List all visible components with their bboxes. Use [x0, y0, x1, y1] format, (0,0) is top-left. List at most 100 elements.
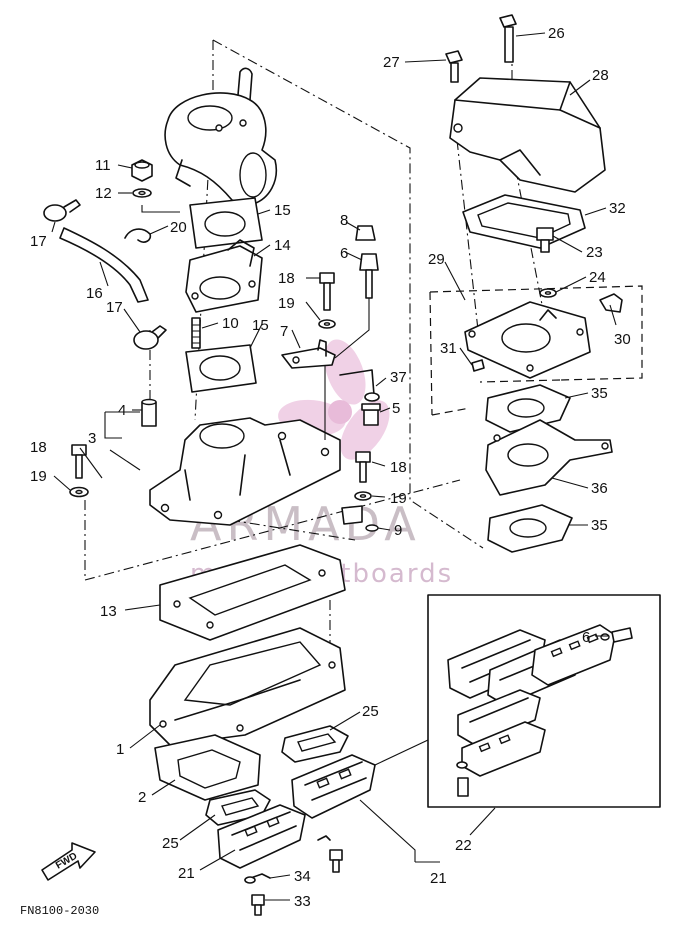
fuel-hose-16 [59, 227, 149, 303]
callout-18-mid: 18 [278, 270, 295, 287]
bolt-26 [499, 14, 517, 63]
callout-13: 13 [100, 603, 117, 620]
cap-8 [355, 225, 376, 241]
washer-24 [539, 288, 557, 298]
callout-3: 3 [88, 430, 96, 447]
washer-19-left [69, 486, 89, 498]
silencer-base-plate [464, 301, 591, 379]
callout-11: 11 [95, 157, 111, 174]
callout-21-left: 21 [178, 865, 195, 882]
spacer-4 [141, 398, 157, 427]
screw-33-right [329, 849, 343, 873]
callout-36: 36 [591, 480, 608, 497]
callout-10: 10 [222, 315, 239, 332]
stud-10 [191, 317, 201, 349]
callout-18-left: 18 [30, 439, 47, 456]
callout-15-upper: 15 [274, 202, 291, 219]
reed-block-21-right [291, 754, 376, 819]
gasket-15-upper [189, 197, 263, 249]
callout-labels: 11 12 20 17 16 17 15 14 10 15 4 3 18 19 … [30, 25, 631, 910]
plug-5 [361, 403, 381, 426]
gasket-35-lower [487, 504, 573, 553]
callout-19-left: 19 [30, 468, 47, 485]
callout-37: 37 [390, 369, 407, 386]
callout-34: 34 [294, 868, 311, 885]
callout-25-upper: 25 [362, 703, 379, 720]
reed-valve-plate-1 [149, 627, 346, 746]
callout-21-right: 21 [430, 870, 447, 887]
callout-22: 22 [455, 837, 472, 854]
washer-12 [132, 188, 180, 213]
washer-19-right [354, 491, 372, 501]
inset-stopper-screw [456, 761, 469, 797]
leader-lines [51, 32, 617, 901]
clip-20 [124, 228, 152, 243]
silencer-cover-28 [449, 77, 606, 193]
callout-30: 30 [614, 331, 631, 348]
callout-15-lower: 15 [252, 317, 269, 334]
bolt-18-left [71, 444, 87, 479]
gasket-2 [154, 734, 261, 801]
screw-33-left [251, 894, 265, 916]
callout-23: 23 [586, 244, 603, 261]
callout-29: 29 [428, 251, 445, 268]
carb-flange-14 [185, 239, 263, 313]
callout-24: 24 [589, 269, 606, 286]
hose-clamp-17-bottom [133, 325, 167, 350]
callout-18-right: 18 [390, 459, 407, 476]
callout-35-upper: 35 [591, 385, 608, 402]
callout-19-right: 19 [390, 490, 407, 507]
gasket-35-upper [485, 384, 571, 433]
callout-26: 26 [548, 25, 565, 42]
callout-5: 5 [392, 400, 400, 417]
assembly-box-29 [429, 285, 643, 416]
joint-6 [334, 253, 379, 359]
hose-clamp-17-top [43, 199, 81, 222]
reed-detail-inset [374, 594, 661, 808]
callout-8: 8 [340, 212, 348, 229]
callout-17-bottom: 17 [106, 299, 123, 316]
lever-7 [281, 339, 336, 440]
nut-11 [131, 159, 153, 182]
fwd-arrow-icon: FWD [41, 842, 96, 881]
gasket-13 [159, 544, 346, 641]
screw-31 [471, 359, 485, 372]
stopper-34 [244, 835, 331, 884]
bolt-27 [445, 50, 463, 83]
callout-2: 2 [138, 789, 146, 806]
intake-manifold-3 [104, 411, 341, 526]
callout-17-top: 17 [30, 233, 47, 250]
callout-6-inset: 6 [582, 629, 590, 646]
callout-27: 27 [383, 54, 400, 71]
callout-4: 4 [118, 402, 126, 419]
inset-screw [600, 627, 633, 643]
callout-35-lower: 35 [591, 517, 608, 534]
elbow-30 [599, 293, 623, 313]
figure-code: FN8100-2030 [20, 904, 99, 918]
plate-36 [485, 419, 613, 496]
callout-7: 7 [280, 323, 288, 340]
callout-28: 28 [592, 67, 609, 84]
gasket-25-upper [281, 725, 349, 763]
gasket-32 [462, 194, 586, 249]
washer-19-mid [318, 319, 336, 329]
callout-6: 6 [340, 245, 348, 262]
callout-31: 31 [440, 340, 457, 357]
carburetor-body [164, 67, 277, 206]
gasket-15-lower [185, 344, 257, 393]
bolt-23 [536, 227, 554, 253]
callout-19-mid: 19 [278, 295, 295, 312]
link-37 [339, 369, 380, 402]
callout-16: 16 [86, 285, 103, 302]
reed-petal-assembly [447, 624, 616, 777]
callout-1: 1 [116, 741, 124, 758]
callout-33: 33 [294, 893, 311, 910]
callout-12: 12 [95, 185, 112, 202]
callout-9: 9 [394, 522, 402, 539]
bolt-18-right [355, 451, 371, 483]
callout-14: 14 [274, 237, 291, 254]
callout-32: 32 [609, 200, 626, 217]
callout-20: 20 [170, 219, 187, 236]
bolt-18-mid [319, 272, 335, 311]
